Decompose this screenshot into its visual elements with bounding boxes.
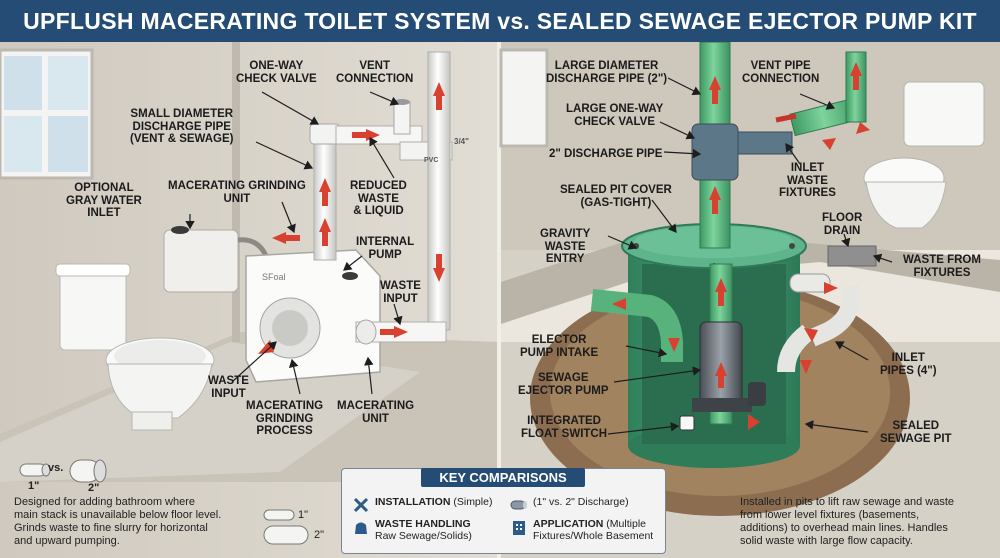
label-internal-pump: INTERNAL PUMP — [356, 236, 414, 261]
label-large-check-valve: LARGE ONE-WAY CHECK VALVE — [566, 103, 663, 128]
pipe-mark-b: PVC — [424, 157, 439, 164]
illustration: SFoal — [0, 42, 1000, 558]
label-gray-water-inlet: OPTIONAL GRAY WATER INLET — [66, 182, 142, 220]
label-text: SEWAGE EJECTOR PUMP — [518, 372, 609, 397]
label-text: ONE-WAY CHECK VALVE — [236, 60, 317, 85]
toilet-left — [55, 263, 215, 431]
window — [0, 48, 94, 180]
label-2-discharge-pipe: 2" DISCHARGE PIPE — [549, 148, 662, 161]
key-discharge: (1" vs. 2" Discharge) — [510, 496, 629, 514]
pipe-compare-1: 1" — [298, 509, 309, 521]
label-sealed-pit-cover: SEALED PIT COVER (GAS-TIGHT) — [560, 184, 672, 209]
label-check-valve: ONE-WAY CHECK VALVE — [236, 60, 317, 85]
key-waste-normal: Raw Sewage/Solids) — [375, 530, 472, 542]
pipe-icon — [510, 500, 527, 510]
right-description: Installed in pits to lift raw sewage and… — [740, 496, 955, 547]
leader-lines-right — [607, 77, 893, 435]
toilet-right — [863, 81, 985, 229]
label-text: SMALL DIAMETER DISCHARGE PIPE (VENT & SE… — [130, 108, 234, 145]
window-right — [499, 48, 549, 148]
label-gravity-waste-entry: GRAVITY WASTE ENTRY — [540, 228, 590, 266]
key-installation-normal: (Simple) — [450, 496, 493, 508]
label-text: MACERATING GRINDING PROCESS — [246, 400, 324, 437]
tools-icon — [353, 497, 369, 513]
label-grinding-process: MACERATING GRINDING PROCESS — [246, 400, 323, 438]
key-waste-bold: WASTE HANDLING — [375, 518, 471, 530]
building-icon — [513, 521, 525, 535]
label-text: 2" DISCHARGE PIPE — [549, 148, 663, 160]
label-text: INLET WASTE FIXTURES — [779, 162, 836, 199]
key-installation: INSTALLATION (Simple) — [352, 496, 492, 514]
size-compare-icons — [19, 459, 309, 545]
page-title: UPFLUSH MACERATING TOILET SYSTEM vs. SEA… — [0, 0, 1000, 42]
label-large-discharge-pipe: LARGE DIAMETER DISCHARGE PIPE (2") — [546, 60, 667, 85]
label-macerating-unit: MACERATING UNIT — [337, 400, 414, 425]
label-text: GRAVITY WASTE ENTRY — [540, 228, 591, 265]
label-text: SEALED SEWAGE PIT — [880, 420, 952, 445]
label-text: INTEGRATED FLOAT SWITCH — [521, 415, 608, 440]
label-text: MACERATING GRINDING UNIT — [168, 180, 306, 205]
label-text: INLET PIPES (4") — [880, 352, 937, 377]
macerator-unit: SFoal — [245, 249, 381, 383]
key-application-normal-2: Fixtures/Whole Basement — [533, 530, 654, 542]
leader-lines-left — [185, 91, 403, 395]
label-text: VENT PIPE CONNECTION — [742, 60, 820, 85]
label-text: REDUCED WASTE & LIQUID — [350, 180, 407, 217]
panel-divider — [497, 42, 501, 558]
key-heading: KEY COMPARISONS — [421, 468, 585, 487]
gray-water-tank — [163, 226, 269, 293]
label-sealed-sewage-pit: SEALED SEWAGE PIT — [880, 420, 952, 445]
key-application-normal-1: (Multiple — [603, 518, 646, 530]
size-vs-label: vs. — [48, 462, 64, 474]
label-vent-pipe-connection: VENT PIPE CONNECTION — [742, 60, 819, 85]
label-float-switch: INTEGRATED FLOAT SWITCH — [521, 415, 607, 440]
label-text: LARGE ONE-WAY CHECK VALVE — [566, 103, 664, 128]
label-waste-from-fixtures: WASTE FROM FIXTURES — [903, 254, 981, 279]
key-installation-text: INSTALLATION (Simple) — [375, 496, 492, 508]
left-description: Designed for adding bathroom where main … — [14, 496, 222, 547]
label-text: WASTE FROM FIXTURES — [903, 254, 981, 279]
label-waste-input-right: WASTE INPUT — [380, 280, 421, 305]
key-installation-bold: INSTALLATION — [375, 496, 451, 508]
right-panel — [499, 42, 1000, 558]
pipe-compare-2: 2" — [314, 529, 325, 541]
label-inlet-waste-fixtures: INLET WASTE FIXTURES — [779, 162, 836, 200]
label-text: ELECTOR PUMP INTAKE — [520, 334, 599, 359]
label-text: SEALED PIT COVER (GAS-TIGHT) — [560, 184, 672, 209]
label-text: WASTE INPUT — [380, 280, 421, 305]
label-inlet-pipes: INLET PIPES (4") — [880, 352, 937, 377]
label-text: WASTE INPUT — [208, 375, 249, 400]
label-reduced-waste: REDUCED WASTE & LIQUID — [350, 180, 407, 218]
key-discharge-text: (1" vs. 2" Discharge) — [533, 496, 629, 508]
key-application-bold: APPLICATION — [533, 518, 604, 530]
pipe-mark-a: 3/4" — [454, 137, 469, 146]
label-floor-drain: FLOOR DRAIN — [822, 212, 862, 237]
label-small-discharge-pipe: SMALL DIAMETER DISCHARGE PIPE (VENT & SE… — [130, 108, 234, 146]
svg-text:SFoal: SFoal — [262, 272, 286, 282]
size-2-label: 2" — [88, 482, 100, 494]
key-comparisons-box: KEY COMPARISONS INSTALLATION (Simple) (1… — [341, 468, 666, 554]
label-text: MACERATING UNIT — [337, 400, 415, 425]
label-sewage-ejector-pump: SEWAGE EJECTOR PUMP — [518, 372, 609, 397]
label-elector-pump-intake: ELECTOR PUMP INTAKE — [520, 334, 598, 359]
size-1-label: 1" — [28, 480, 40, 492]
label-text: LARGE DIAMETER DISCHARGE PIPE (2") — [546, 60, 668, 85]
label-text: VENT CONNECTION — [336, 60, 414, 85]
flow-arrows-right — [612, 62, 870, 430]
label-grinding-unit: MACERATING GRINDING UNIT — [168, 180, 306, 205]
label-text: INTERNAL PUMP — [356, 236, 415, 261]
label-waste-input-left: WASTE INPUT — [208, 375, 249, 400]
label-text: FLOOR DRAIN — [822, 212, 863, 237]
left-panel: SFoal — [0, 42, 498, 558]
floor-drain — [827, 245, 877, 267]
label-vent-connection: VENT CONNECTION — [336, 60, 413, 85]
waste-bag-icon — [355, 522, 367, 534]
label-text: OPTIONAL GRAY WATER INLET — [66, 182, 142, 219]
